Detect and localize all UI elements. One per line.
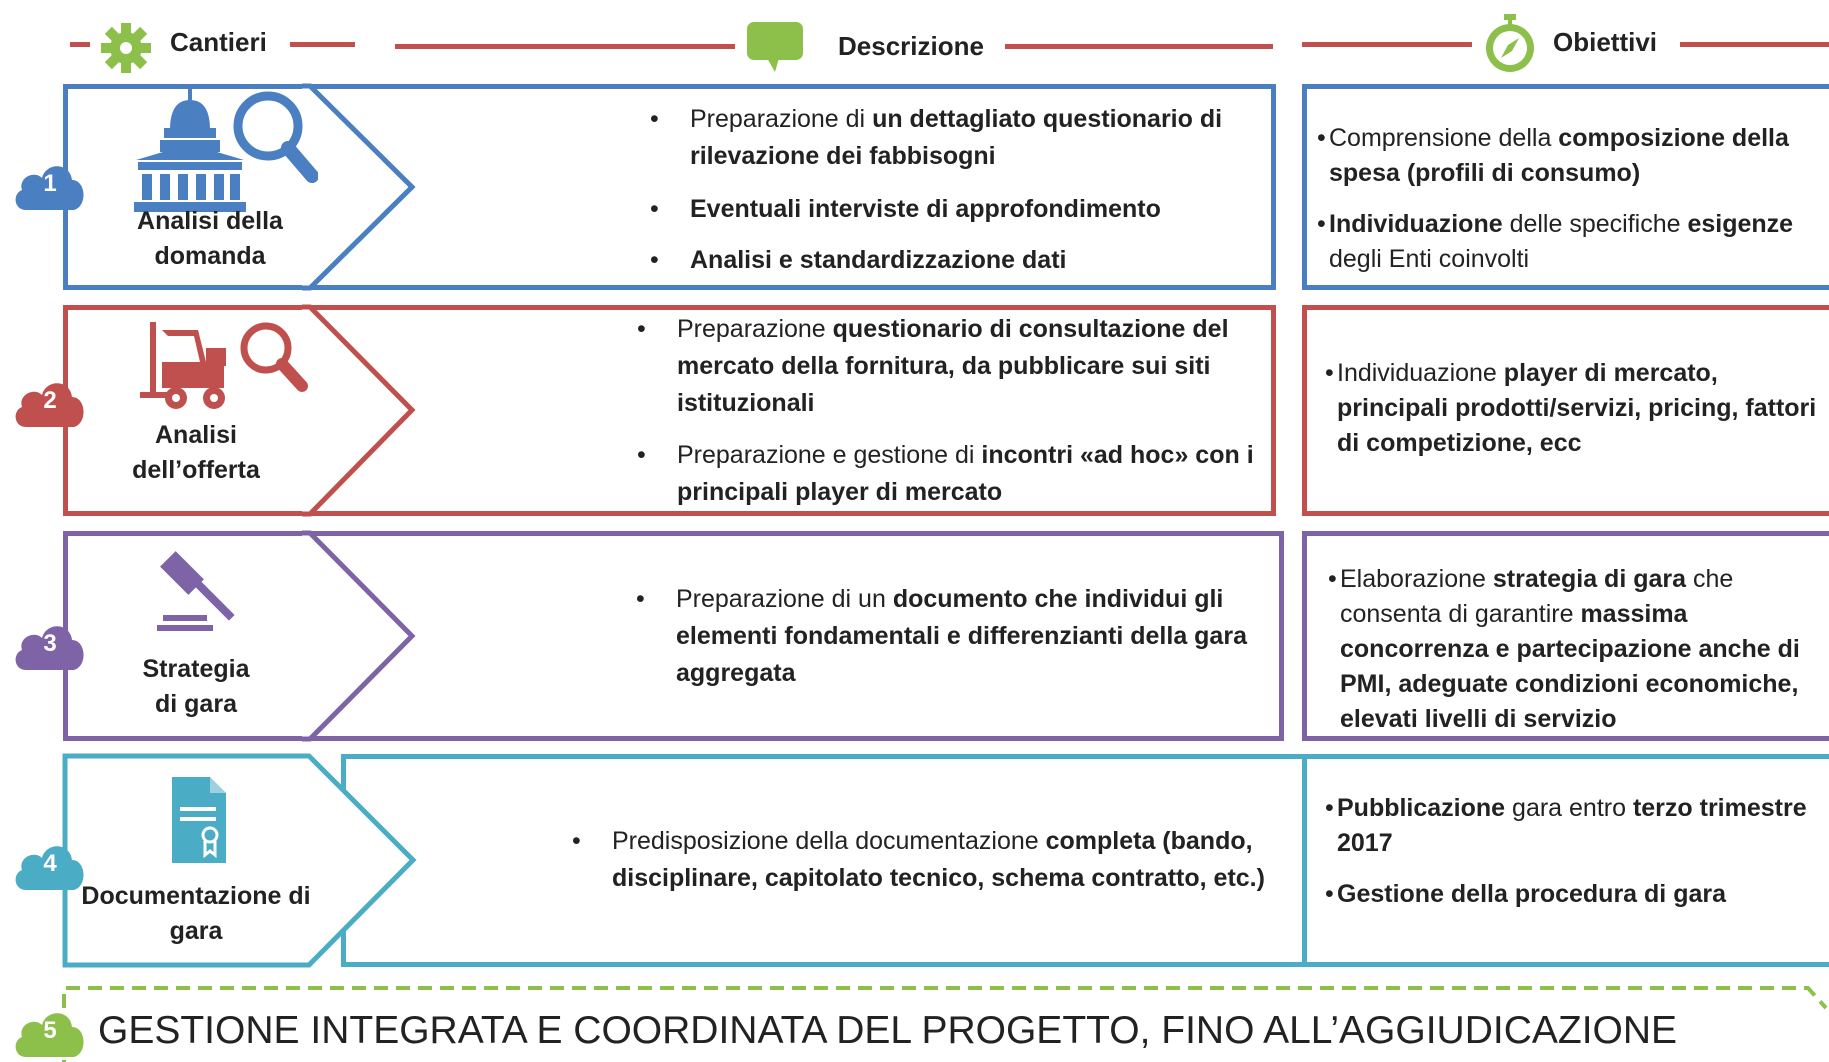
row-5-number: 5 — [43, 1017, 57, 1044]
row-4-label: Documentazione di gara — [60, 879, 332, 949]
row-3-label-line2: di gara — [155, 690, 237, 718]
row-1-label-line1: Analisi della — [137, 207, 283, 235]
row-4-number-cloud — [15, 846, 84, 890]
row-4-obj-item-2: Gestione della procedura di gara — [1325, 877, 1825, 912]
header-line-right-2 — [1680, 42, 1829, 47]
row-5-title: GESTIONE INTEGRATA E COORDINATA DEL PROG… — [98, 1009, 1678, 1052]
speech-bubble-icon — [747, 22, 803, 72]
gavel-icon — [157, 551, 235, 631]
row-4-label-line2: gara — [169, 917, 223, 945]
header-cantieri: Cantieri — [170, 27, 267, 57]
header-line-mid-2 — [1005, 44, 1273, 49]
row-2-description-list: Preparazione questionario di consultazio… — [637, 311, 1272, 511]
row-1-desc-item-3: Analisi e standardizzazione dati — [650, 242, 1250, 279]
row-4-obj-item-1: Pubblicazione gara entro terzo trimestre… — [1325, 791, 1825, 861]
row-1-description-list: Preparazione di un dettagliato questiona… — [650, 101, 1250, 279]
gear-icon — [101, 23, 151, 73]
row-3-objectives-list: Elaborazione strategia di gara che conse… — [1328, 562, 1828, 737]
compass-icon — [1486, 14, 1534, 72]
row-1-number-cloud — [15, 166, 84, 210]
row-4-objectives-list: Pubblicazione gara entro terzo trimestre… — [1325, 791, 1825, 912]
row-2-desc-item-1: Preparazione questionario di consultazio… — [637, 311, 1272, 422]
row-3-obj-item-1: Elaborazione strategia di gara che conse… — [1328, 562, 1828, 737]
certificate-document-icon — [172, 777, 226, 863]
row-2-number-cloud — [15, 383, 84, 427]
row-4-number: 4 — [43, 850, 57, 877]
row-1-label-line2: domanda — [154, 242, 266, 270]
row-2-chevron — [302, 304, 416, 517]
row-4-desc-item-1: Predisposizione della documentazione com… — [572, 823, 1292, 897]
building-search-icon — [134, 86, 318, 212]
header-obiettivi: Obiettivi — [1553, 27, 1658, 57]
row-5-number-cloud — [15, 1013, 84, 1057]
row-2-label-line1: Analisi — [155, 421, 237, 449]
row-3-desc-item-1: Preparazione di un documento che individ… — [636, 581, 1281, 692]
forklift-search-icon — [140, 322, 308, 409]
row-3-number-cloud — [15, 626, 84, 670]
row-3-label-line1: Strategia — [142, 655, 250, 683]
row-3-number: 3 — [43, 630, 57, 657]
row-2-label-line2: dell’offerta — [132, 456, 260, 484]
header-line-mid-1 — [395, 44, 735, 49]
row-3-label: Strategia di gara — [76, 652, 316, 722]
row-2-desc-item-2: Preparazione e gestione di incontri «ad … — [637, 437, 1272, 511]
row-2-number: 2 — [43, 387, 57, 414]
row-3-chevron — [302, 530, 416, 742]
header-line-left-2 — [290, 42, 355, 47]
row-2-objectives-list: Individuazione player di mercato, princi… — [1325, 356, 1825, 461]
row-4-description-list: Predisposizione della documentazione com… — [572, 823, 1292, 897]
header-descrizione: Descrizione — [838, 31, 984, 61]
row-1-obj-item-1: Comprensione della composizione della sp… — [1317, 121, 1827, 191]
row-1-label: Analisi della domanda — [90, 204, 330, 274]
row-2-obj-item-1: Individuazione player di mercato, princi… — [1325, 356, 1825, 461]
row-4-label-line1: Documentazione di — [81, 882, 311, 910]
row-3-description-list: Preparazione di un documento che individ… — [636, 581, 1281, 692]
row-1-desc-item-2: Eventuali interviste di approfondimento — [650, 191, 1250, 228]
header-line-left-1 — [70, 42, 90, 47]
row-1-objectives-list: Comprensione della composizione della sp… — [1317, 121, 1827, 277]
row-1-obj-item-2: Individuazione delle specifiche esigenze… — [1317, 207, 1827, 277]
row-1-desc-item-1: Preparazione di un dettagliato questiona… — [650, 101, 1250, 175]
header-line-right-1 — [1302, 42, 1472, 47]
row-5-dashed-frame — [62, 986, 1828, 1062]
row-2-label: Analisi dell’offerta — [76, 418, 316, 488]
row-1-number: 1 — [43, 170, 57, 197]
row-4-arrow — [62, 753, 417, 968]
row-1-chevron — [302, 83, 416, 291]
